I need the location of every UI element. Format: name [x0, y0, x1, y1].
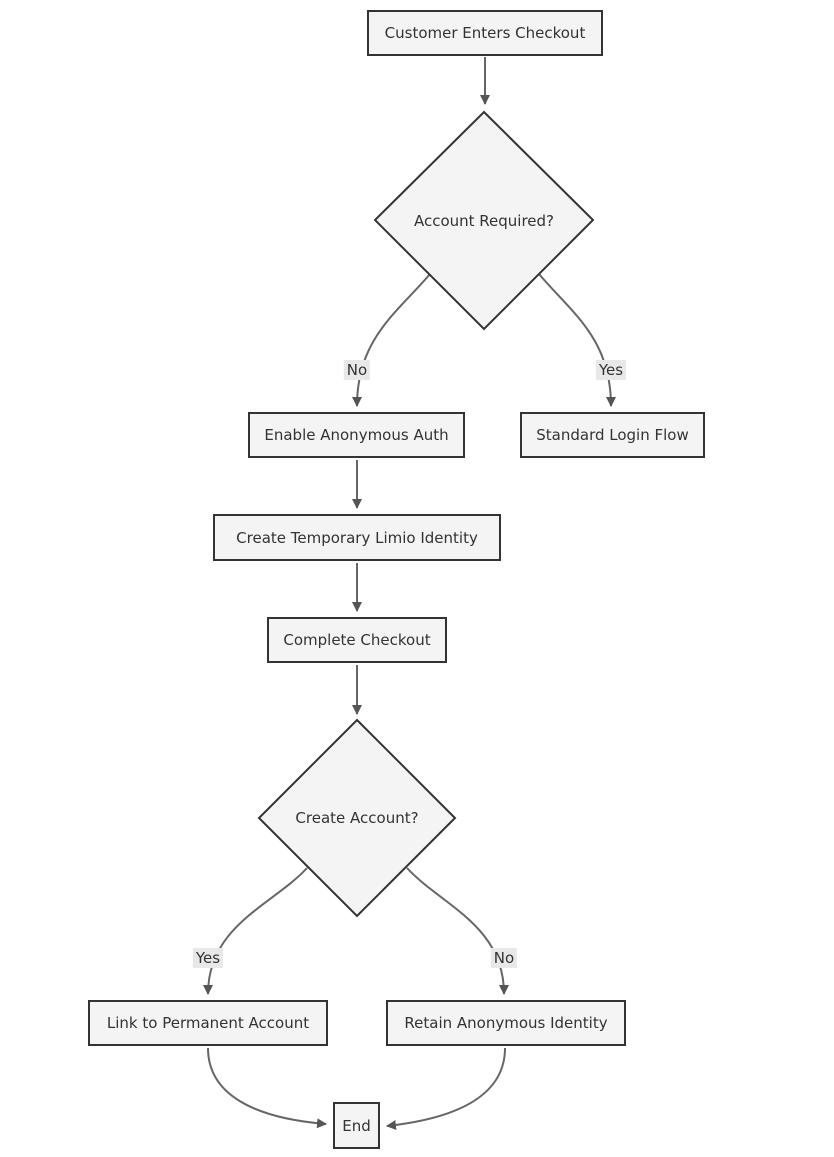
edge-account-required-standard-login-flow [538, 273, 616, 407]
node-label: Retain Anonymous Identity [404, 1014, 608, 1032]
node-label: Standard Login Flow [536, 426, 689, 444]
node-complete-checkout: Complete Checkout [267, 617, 447, 663]
edge-label-yes-account-required: Yes [595, 360, 627, 380]
edge-label-no-create-account: No [490, 948, 518, 968]
node-label: Customer Enters Checkout [384, 24, 586, 42]
node-create-temporary-limio-identity: Create Temporary Limio Identity [213, 514, 501, 561]
node-create-account-shape [257, 718, 457, 918]
edge-label-no-account-required: No [343, 360, 371, 380]
edge-label-yes-create-account: Yes [192, 948, 224, 968]
node-checkout-entry: Customer Enters Checkout [367, 10, 603, 56]
node-create-account-label: Create Account? [295, 809, 419, 827]
edge-retain-anonymous-identity-end [386, 1047, 506, 1130]
node-retain-anonymous-identity: Retain Anonymous Identity [386, 1000, 626, 1046]
node-label: Complete Checkout [283, 631, 431, 649]
node-account-required-shape [373, 110, 595, 331]
node-label: Enable Anonymous Auth [264, 426, 449, 444]
node-link-to-permanent-account: Link to Permanent Account [88, 1000, 328, 1046]
node-standard-login-flow: Standard Login Flow [520, 412, 705, 458]
node-enable-anonymous-auth: Enable Anonymous Auth [248, 412, 465, 458]
node-label: End [342, 1116, 371, 1135]
node-label: Link to Permanent Account [106, 1014, 310, 1032]
node-end: End [333, 1102, 380, 1149]
edge-link-to-permanent-account-end [207, 1047, 327, 1129]
edge-create-account-retain-anonymous-identity [406, 867, 509, 995]
edge-create-account-link-to-permanent-account [203, 867, 308, 995]
node-label: Create Temporary Limio Identity [236, 528, 478, 547]
edge-account-required-enable-anonymous-auth [352, 273, 431, 407]
node-account-required-label: Account Required? [413, 212, 555, 230]
